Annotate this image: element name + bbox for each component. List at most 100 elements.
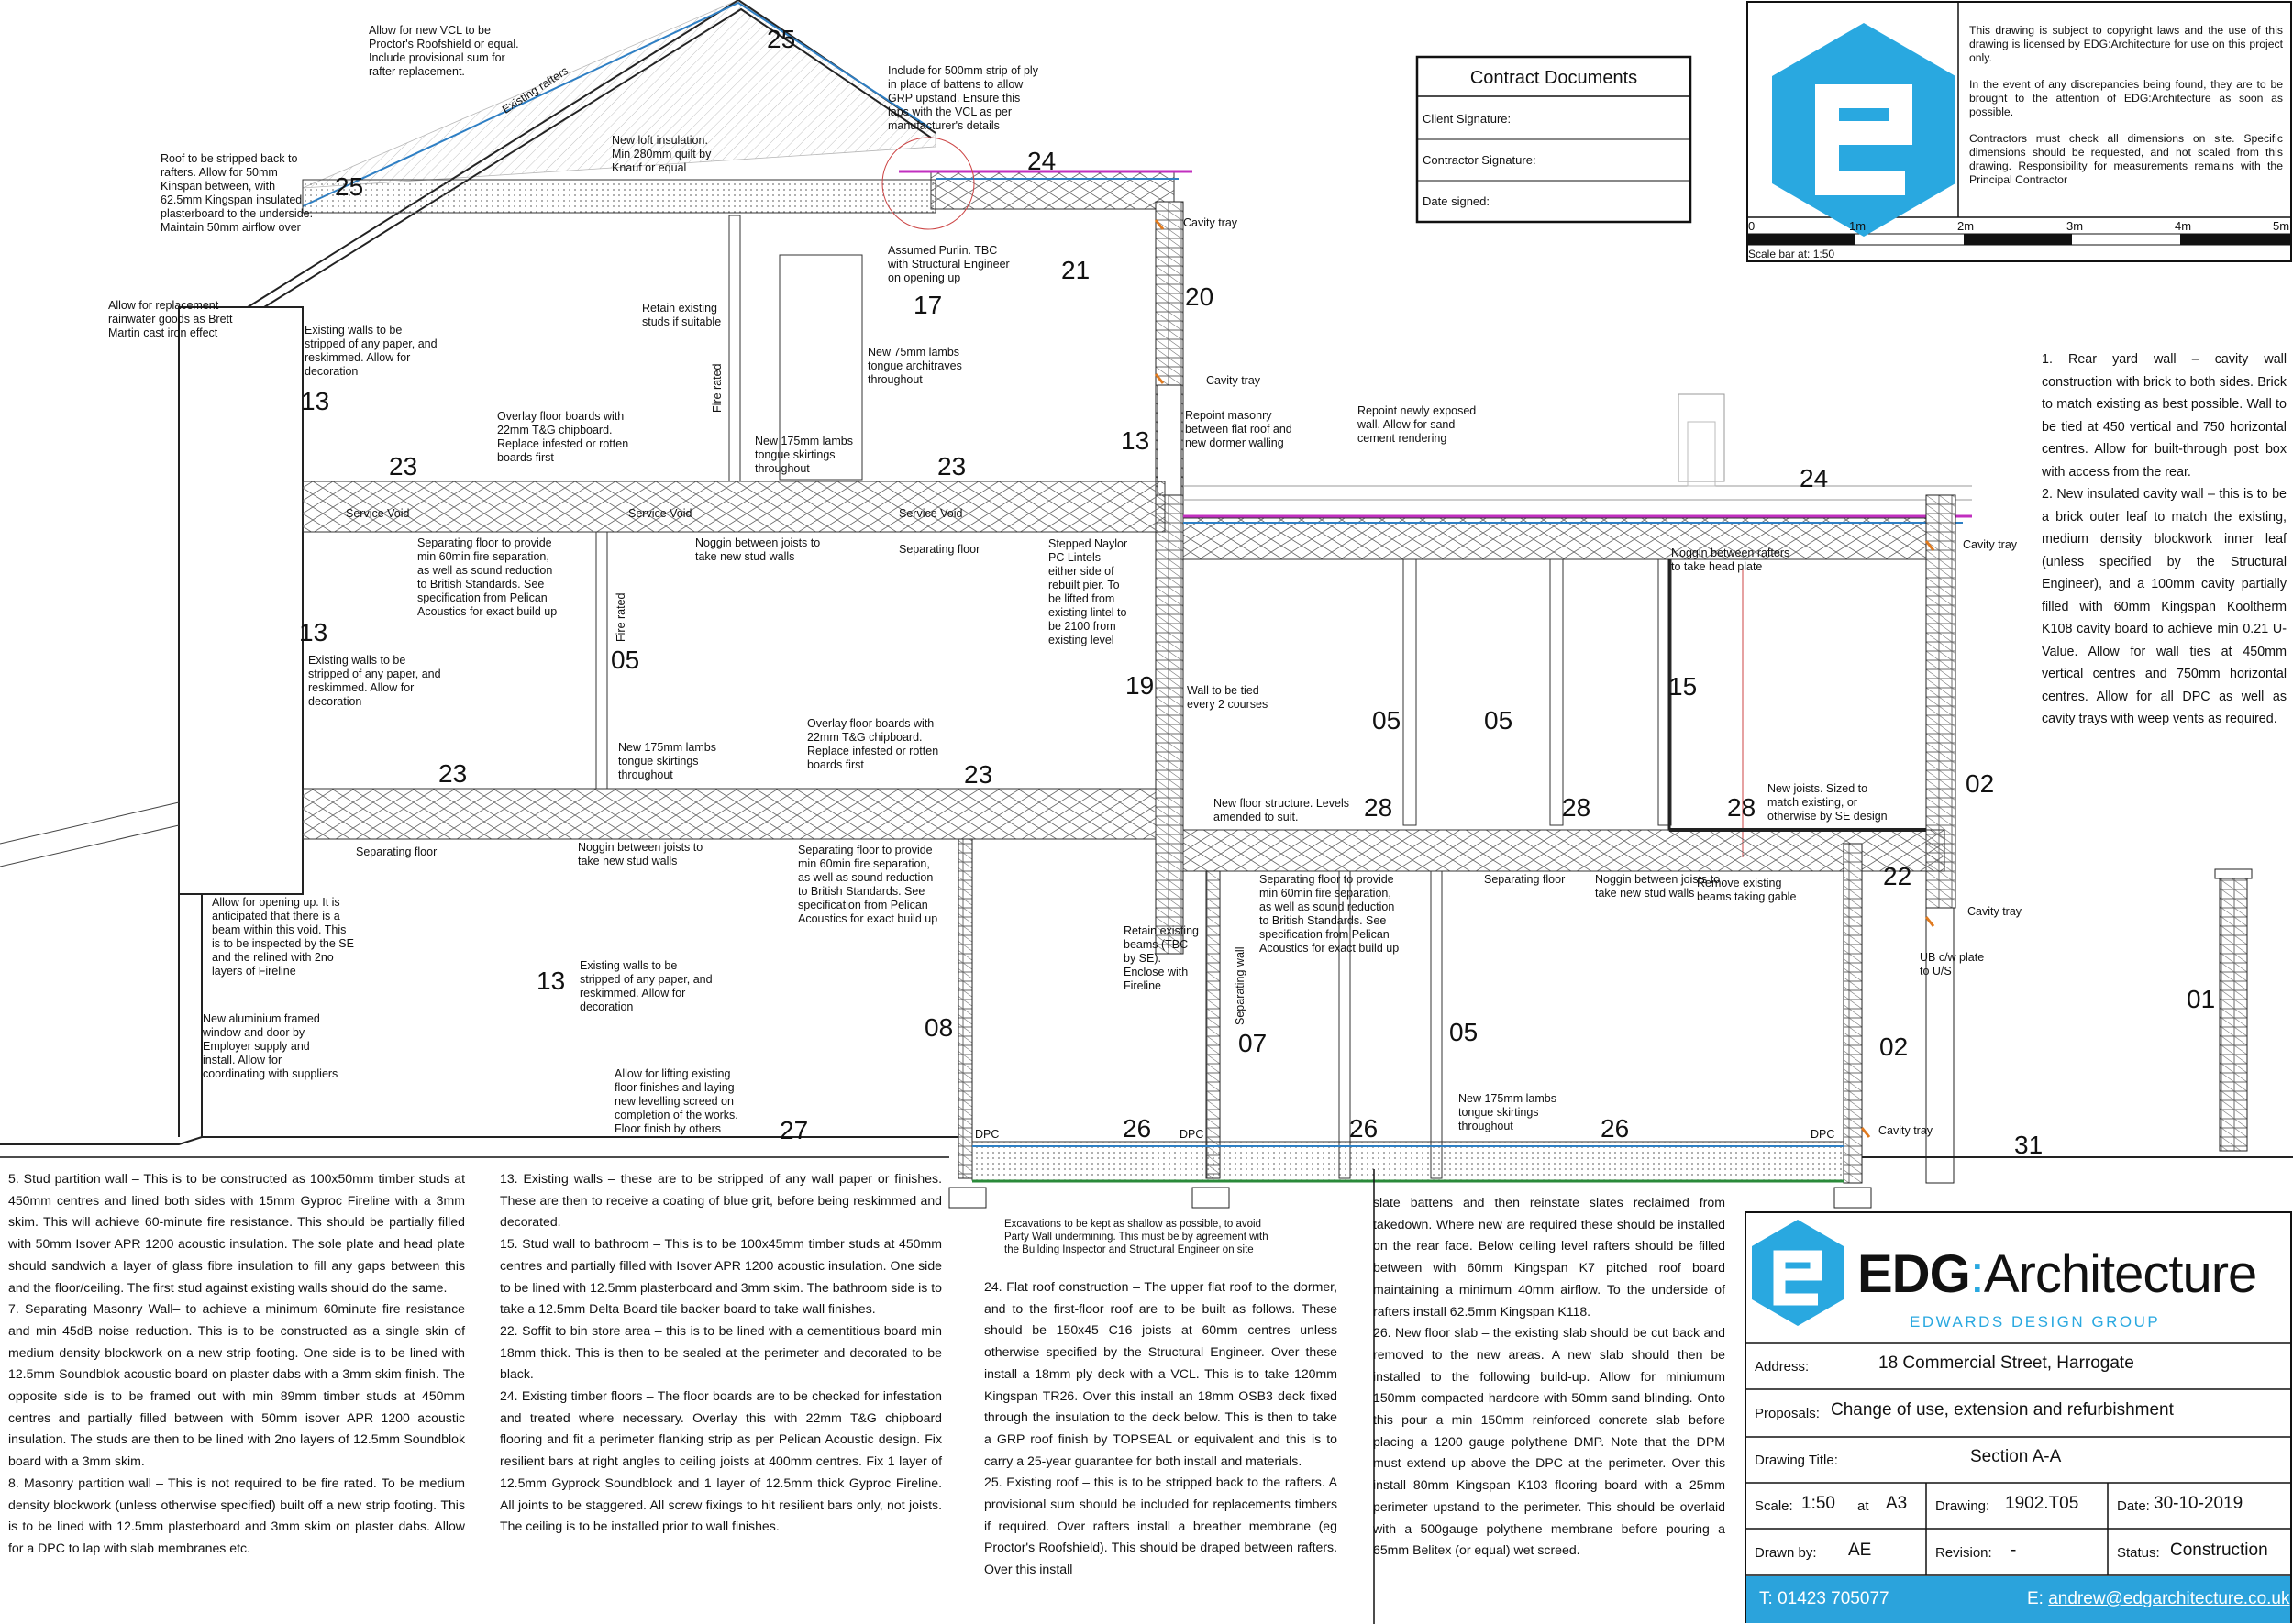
note-cavity-tray-1: Cavity tray	[1183, 216, 1238, 229]
note-cavity-tray-5: Cavity tray	[1878, 1124, 1933, 1137]
spec-item-5: 5. Stud partition wall – This is to be c…	[8, 1171, 465, 1295]
tag-23-d: 23	[964, 760, 993, 789]
date-label: Date:	[2117, 1498, 2150, 1514]
scale-label: Scale:	[1755, 1498, 1793, 1514]
spec-col-4: slate battens and then reinstate slates …	[1373, 1192, 1725, 1562]
note-naylor: Stepped Naylor PC Lintels either side of…	[1048, 537, 1128, 646]
spec-item-24b: 24. Flat roof construction – The upper f…	[984, 1279, 1337, 1468]
phone-label: T:	[1759, 1589, 1773, 1608]
scale-value: 1:50	[1801, 1494, 1835, 1513]
tag-13-a: 13	[301, 387, 330, 415]
tag-07: 07	[1238, 1029, 1268, 1057]
scale-tick-5: 5m	[2273, 219, 2290, 233]
note-skirting-1: New 175mm lambs tongue skirtings through…	[755, 435, 853, 475]
rear-pier	[1155, 476, 1184, 955]
paper-value: A3	[1886, 1494, 1908, 1513]
tag-24-top: 24	[1027, 147, 1057, 175]
ground-slab	[971, 1141, 1844, 1181]
note-noggin-stud-1: Noggin between joists to take new stud w…	[695, 536, 821, 563]
note-new-joists: New joists. Sized to match existing, or …	[1767, 782, 1888, 823]
note-overlay-top: Overlay floor boards with 22mm T&G chipb…	[497, 410, 629, 464]
spec-col-1: 5. Stud partition wall – This is to be c…	[8, 1168, 465, 1560]
spec-item-22: 22. Soffit to bin store area – this is t…	[500, 1322, 942, 1382]
spec-item-2: 2. New insulated cavity wall – this is t…	[2042, 487, 2287, 726]
brand-tagline: EDWARDS DESIGN GROUP	[1910, 1313, 2161, 1331]
footer-email: E: andrew@edgarchitecture.co.uk	[2027, 1589, 2290, 1609]
tag-24-mid: 24	[1800, 464, 1829, 492]
note-walls-strip-mid: Existing walls to be stripped of any pap…	[308, 654, 441, 708]
wall-08	[958, 838, 973, 1179]
tag-23-b: 23	[937, 452, 967, 481]
tag-08: 08	[925, 1013, 954, 1042]
note-rainwater: Allow for replacement rainwater goods as…	[108, 299, 233, 339]
tag-25-left: 25	[335, 172, 364, 201]
wall-07	[1205, 870, 1221, 1179]
tag-26-a: 26	[1123, 1114, 1152, 1143]
copyright-p2: In the event of any discrepancies being …	[1969, 78, 2283, 118]
proposals-value: Change of use, extension and refurbishme…	[1831, 1400, 2174, 1420]
status-label: Status:	[2117, 1545, 2160, 1561]
scale-tick-1: 1m	[1849, 219, 1867, 233]
edg-logo-top	[1772, 23, 1955, 237]
note-ub-plate: UB c/w plate to U/S	[1920, 951, 1985, 978]
brand-sep: :	[1969, 1244, 1985, 1304]
separating-floor-3: Separating floor	[1484, 873, 1566, 886]
note-noggin-head: Noggin between rafters to take head plat…	[1671, 547, 1790, 573]
drawing-title-label: Drawing Title:	[1755, 1453, 1838, 1468]
service-void-2: Service Void	[628, 507, 692, 520]
tag-05-b: 05	[1372, 706, 1401, 735]
note-vcl: Allow for new VCL to be Proctor's Roofsh…	[369, 24, 519, 78]
detail-circle	[881, 137, 975, 230]
tag-05-a: 05	[611, 646, 640, 674]
drawn-by-label: Drawn by:	[1755, 1545, 1817, 1561]
pier-top	[1157, 384, 1182, 496]
tag-25-top: 25	[767, 25, 796, 53]
note-skirting-3: New 175mm lambs tongue skirtings through…	[1458, 1092, 1556, 1132]
address-label: Address:	[1755, 1359, 1810, 1375]
tag-17: 17	[914, 291, 943, 319]
tag-15: 15	[1668, 672, 1698, 701]
note-window-door: New aluminium framed window and door by …	[203, 1012, 338, 1080]
existing-ground-line	[0, 1136, 958, 1145]
note-cavity-tray-2: Cavity tray	[1206, 374, 1261, 387]
note-noggin-stud-3: Noggin between joists to take new stud w…	[1595, 873, 1721, 900]
service-void-1: Service Void	[346, 507, 410, 520]
spec-item-24a: 24. Existing timber floors – The floor b…	[500, 1388, 942, 1534]
first-floor-flat-roof	[1182, 517, 1945, 560]
separating-floor-2: Separating floor	[356, 845, 438, 858]
spec-item-15: 15. Stud wall to bathroom – This is to b…	[500, 1236, 942, 1317]
note-repoint-exposed: Repoint newly exposed wall. Allow for sa…	[1357, 404, 1477, 445]
proposals-label: Proposals:	[1755, 1406, 1820, 1421]
spec-col-3: 24. Flat roof construction – The upper f…	[984, 1276, 1337, 1581]
note-floor-finishes: Allow for lifting existing floor finishe…	[615, 1067, 738, 1135]
note-loft-insulation: New loft insulation. Min 280mm quilt by …	[612, 134, 712, 174]
brand-suffix: Architecture	[1983, 1244, 2257, 1304]
note-retain-beams: Retain existing beams (TBC by SE). Enclo…	[1124, 924, 1199, 992]
tag-26-b: 26	[1349, 1114, 1379, 1143]
tag-27: 27	[780, 1116, 809, 1144]
note-architraves: New 75mm lambs tongue architraves throug…	[868, 346, 962, 386]
phone-value: 01423 705077	[1778, 1589, 1889, 1608]
scale-tick-4: 4m	[2175, 219, 2192, 233]
note-noggin-stud-2: Noggin between joists to take new stud w…	[578, 841, 703, 867]
email-label: E:	[2027, 1589, 2044, 1608]
tag-28-c: 28	[1727, 793, 1756, 822]
edg-logo-bottom	[1752, 1220, 1844, 1326]
note-walls-strip-low: Existing walls to be stripped of any pap…	[580, 959, 713, 1013]
tag-23-a: 23	[389, 452, 418, 481]
date-signed-label: Date signed:	[1423, 194, 1490, 208]
email-value[interactable]: andrew@edgarchitecture.co.uk	[2048, 1589, 2290, 1608]
drawing-no-value: 1902.T05	[2005, 1494, 2079, 1513]
tag-22: 22	[1883, 862, 1912, 890]
copyright-p3: Contractors must check all dimensions on…	[1969, 132, 2283, 186]
extension-floor-structure	[1182, 829, 1945, 872]
dpc-1: DPC	[975, 1128, 1000, 1141]
service-void-3: Service Void	[899, 507, 963, 520]
note-sep-floor-spec-2: Separating floor to provide min 60min fi…	[798, 844, 938, 925]
note-purlin: Assumed Purlin. TBC with Structural Engi…	[888, 244, 1010, 284]
note-fire-rated-2: Fire rated	[615, 592, 627, 643]
footer-phone: T: 01423 705077	[1759, 1589, 1889, 1609]
spec-item-25: 25. Existing roof – this is to be stripp…	[984, 1475, 1337, 1577]
spec-item-25-cont: slate battens and then reinstate slates …	[1373, 1195, 1725, 1319]
